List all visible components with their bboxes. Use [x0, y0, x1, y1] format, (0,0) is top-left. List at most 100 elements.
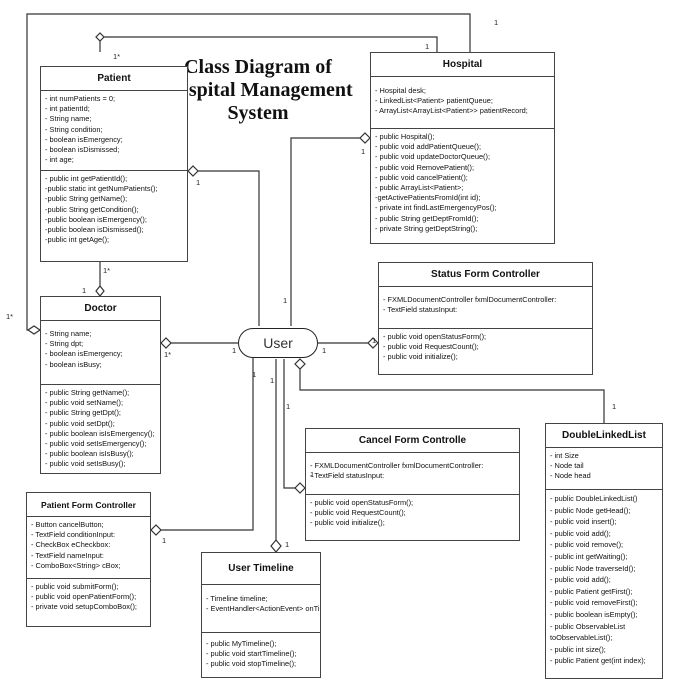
member-line: - TextField statusInput:	[310, 471, 385, 481]
hospital-user-link	[290, 137, 370, 326]
member-line: - boolean isDismissed;	[45, 145, 120, 155]
member-line: -public static int getNumPatients();	[45, 184, 158, 194]
methods: - public void openStatusForm();- public …	[379, 329, 592, 366]
member-line: - boolean isEmergency;	[45, 134, 123, 144]
multiplicity-label: 1	[252, 370, 257, 379]
member-line: - public Node traverseId();	[550, 563, 636, 573]
multiplicity-label: 1	[425, 42, 430, 51]
member-line: - int age;	[45, 155, 74, 165]
multiplicity-label: 1*	[113, 52, 121, 61]
member-line: - public MyTimeline();	[206, 639, 277, 648]
member-line: - public void openPatientForm();	[31, 592, 137, 602]
class-name: Cancel Form Controlle	[306, 429, 519, 453]
multiplicity-label: 1*	[6, 312, 14, 321]
member-line: - public void setName();	[45, 398, 124, 408]
member-line: - public void removeFirst();	[550, 598, 638, 608]
diamond-icon	[294, 358, 306, 370]
attributes: - FXMLDocumentController fxmlDocumentCon…	[306, 453, 519, 495]
member-line: - ArrayList<ArrayList<Patient>> patientR…	[375, 106, 528, 116]
patientform-user-link	[151, 358, 254, 531]
member-line: - public Patient getFirst();	[550, 586, 633, 596]
member-line: - public void cancelPatient();	[375, 172, 468, 182]
member-line: -public String getCondition();	[45, 204, 139, 214]
diamond-icon	[187, 165, 199, 177]
member-line: - String name;	[45, 329, 92, 338]
diamond-icon	[95, 32, 105, 42]
member-line: - public void updateDoctorQueue();	[375, 152, 491, 162]
methods: - public String getName();- public void …	[41, 385, 160, 473]
member-line: - public void RequestCount();	[310, 508, 406, 518]
patient-user-link	[188, 170, 260, 326]
member-line: - public void initialize();	[310, 518, 385, 528]
member-line: - Button cancelButton;	[31, 520, 104, 529]
member-line: - FXMLDocumentController fxmlDocumentCon…	[383, 295, 557, 304]
class-hospital: Hospital - Hospital desk;- LinkedList<Pa…	[370, 52, 555, 244]
member-line: - public String getDeptFromId();	[375, 213, 479, 223]
multiplicity-label: 1	[82, 286, 87, 295]
multiplicity-label: 1*	[164, 350, 172, 359]
member-line: - Node head	[550, 471, 591, 481]
member-line: - int Size	[550, 451, 579, 460]
diamond-icon	[359, 132, 371, 144]
attributes: - String name;- String dpt;- boolean isE…	[41, 321, 160, 385]
member-line: - TextField statusInput:	[383, 305, 458, 315]
member-line: - Hospital desk;	[375, 86, 426, 95]
class-user-timeline: User Timeline - Timeline timeline;- Even…	[201, 552, 321, 678]
member-line: toObservableList();	[550, 633, 613, 643]
member-line: - private String getDeptString();	[375, 223, 478, 233]
member-line: -public boolean isEmergency();	[45, 214, 147, 224]
multiplicity-label: 1	[270, 376, 275, 385]
multiplicity-label: 1	[196, 178, 201, 187]
member-line: - String name;	[45, 114, 92, 124]
dll-user-link	[299, 359, 605, 423]
member-line: - public void setIsBusy();	[45, 459, 126, 469]
class-status-form-controller: Status Form Controller - FXMLDocumentCon…	[378, 262, 593, 375]
diamond-icon	[160, 337, 172, 349]
member-line: - public void stopTimeline();	[206, 659, 297, 669]
multiplicity-label: 1*	[103, 266, 111, 275]
member-line: - public Hospital();	[375, 132, 435, 141]
class-name: Patient Form Controller	[27, 493, 150, 517]
multiplicity-label: 1	[361, 147, 366, 156]
diamond-icon	[367, 337, 379, 349]
member-line: - private void setupComboBox();	[31, 602, 137, 612]
methods: - public MyTimeline();- public void star…	[202, 633, 320, 673]
class-name: User Timeline	[202, 553, 320, 585]
multiplicity-label: 1	[310, 470, 315, 479]
member-line: - Node tail	[550, 461, 584, 471]
member-line: - public int getWaiting();	[550, 551, 628, 561]
attributes: - FXMLDocumentController fxmlDocumentCon…	[379, 287, 592, 329]
member-line: - public void submitForm();	[31, 582, 119, 591]
class-name: Status Form Controller	[379, 263, 592, 287]
attributes: - Timeline timeline;- EventHandler<Actio…	[202, 585, 320, 633]
member-line: - public void add();	[550, 575, 611, 585]
member-line: -public String getName();	[45, 194, 128, 204]
member-line: - public void initialize();	[383, 352, 458, 362]
member-line: - public boolean isIsBusy();	[45, 449, 134, 459]
class-name: Patient	[41, 67, 187, 91]
member-line: - boolean isBusy;	[45, 359, 102, 369]
diamond-icon	[270, 539, 282, 553]
member-line: - public int size();	[550, 644, 606, 654]
attributes: - int Size- Node tail- Node head	[546, 448, 662, 490]
member-line: - public void openStatusForm();	[310, 498, 414, 507]
methods: - public int getPatientId();-public stat…	[41, 171, 187, 248]
member-line: - public int getPatientId();	[45, 174, 128, 183]
member-line: - public void setDpt();	[45, 418, 115, 428]
multiplicity-label: 1	[283, 296, 288, 305]
member-line: - TextField nameInput:	[31, 550, 104, 560]
member-line: - EventHandler<ActionEvent> onTimeElapse…	[206, 604, 320, 614]
member-line: - public Node getHead();	[550, 505, 631, 515]
diamond-icon	[95, 285, 105, 297]
methods: - public Hospital();- public void addPat…	[371, 129, 554, 237]
member-line: - public void RequestCount();	[383, 342, 479, 352]
member-line: - String dpt;	[45, 339, 84, 349]
methods: - public DoubleLinkedList()- public Node…	[546, 490, 662, 670]
multiplicity-label: 1	[372, 336, 377, 345]
member-line: - public void remove();	[550, 540, 624, 550]
member-line: - String condition;	[45, 124, 103, 134]
member-line: - public void insert();	[550, 517, 617, 527]
member-line: - public boolean isEmpty();	[550, 609, 638, 619]
